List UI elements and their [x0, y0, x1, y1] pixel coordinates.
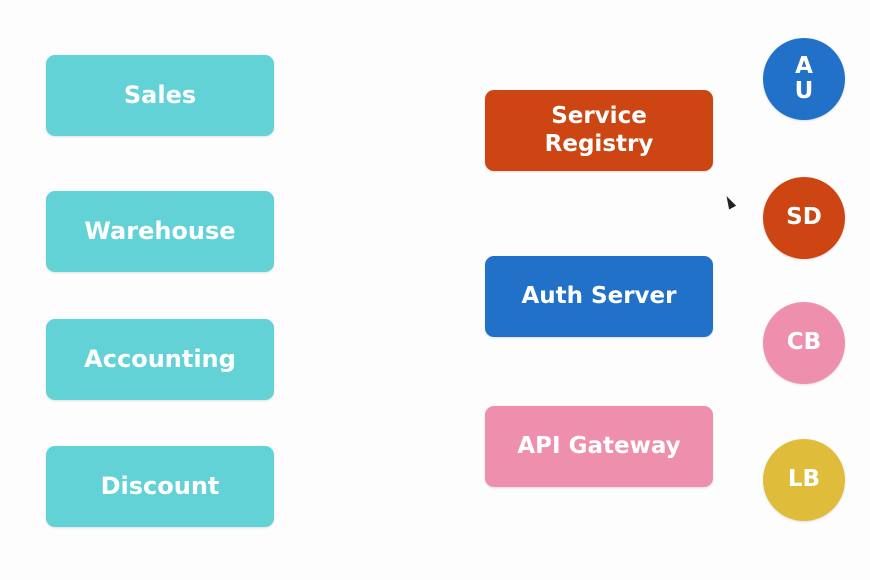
- sales-service-label: Sales: [123, 81, 197, 110]
- discount-service-box: Discount: [46, 446, 274, 527]
- lb-badge-label: LB: [787, 466, 821, 493]
- cb-badge-label: CB: [786, 329, 822, 356]
- auth-server-label: Auth Server: [521, 282, 677, 309]
- lb-badge: LB: [763, 439, 845, 521]
- cb-badge: CB: [763, 302, 845, 384]
- au-badge-label: A U: [794, 52, 814, 104]
- au-badge: A U: [763, 38, 845, 120]
- sd-badge-label: SD: [786, 204, 822, 231]
- warehouse-service-box: Warehouse: [46, 191, 274, 272]
- sd-badge: SD: [763, 177, 845, 259]
- sales-service-box: Sales: [46, 55, 274, 136]
- mouse-cursor-icon: [723, 194, 737, 210]
- service-registry-box: Service Registry: [485, 90, 713, 171]
- accounting-service-box: Accounting: [46, 319, 274, 400]
- service-registry-label: Service Registry: [544, 102, 654, 157]
- api-gateway-box: API Gateway: [485, 406, 713, 487]
- accounting-service-label: Accounting: [84, 345, 236, 374]
- warehouse-service-label: Warehouse: [84, 217, 236, 246]
- discount-service-label: Discount: [100, 472, 220, 501]
- auth-server-box: Auth Server: [485, 256, 713, 337]
- api-gateway-label: API Gateway: [517, 432, 681, 459]
